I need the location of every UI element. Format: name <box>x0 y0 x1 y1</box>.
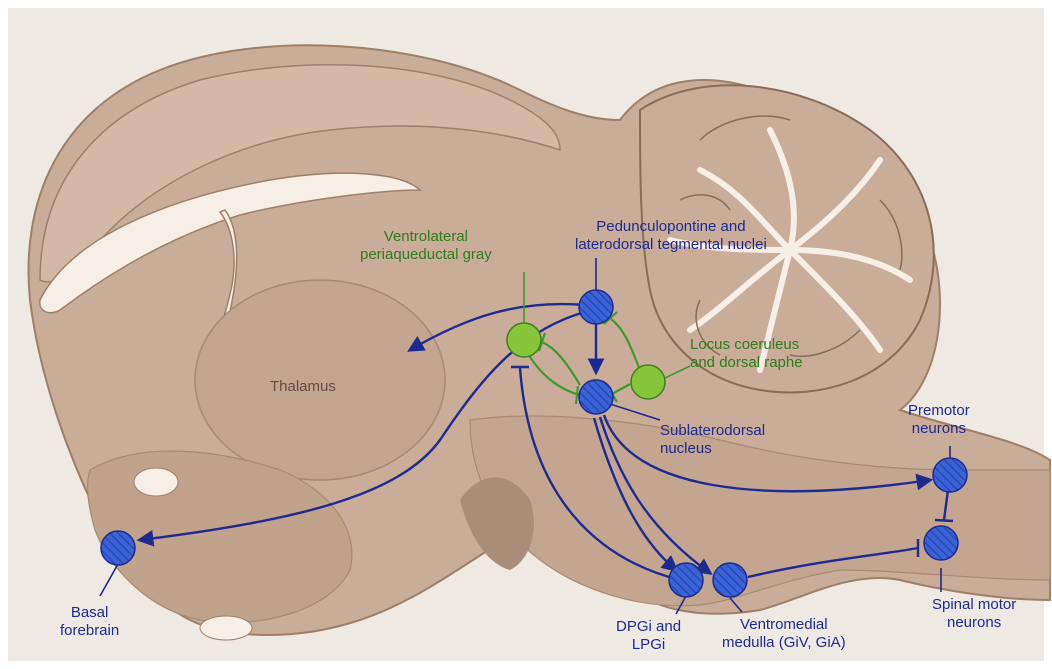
basal-forebrain-node <box>101 531 135 565</box>
optic-chiasm <box>134 468 178 496</box>
label-line: neurons <box>908 420 970 438</box>
ppt-ldt-node <box>579 290 613 324</box>
sublaterodorsal-label: Sublaterodorsal nucleus <box>660 422 765 458</box>
label-line: and dorsal raphe <box>690 354 803 372</box>
label-line: Premotor <box>908 402 970 420</box>
label-line: Basal <box>60 604 119 622</box>
vm-medulla-node <box>713 563 747 597</box>
vlpag-node <box>507 323 541 357</box>
dpgi-label: DPGi and LPGi <box>616 618 681 654</box>
premotor-label: Premotor neurons <box>908 402 970 438</box>
locus-coeruleus-label: Locus coeruleus and dorsal raphe <box>690 336 803 372</box>
label-line: Ventrolateral <box>360 228 492 246</box>
label-line: forebrain <box>60 622 119 640</box>
label-line: laterodorsal tegmental nuclei <box>575 236 767 254</box>
pedunculopontine-label: Pedunculopontine and laterodorsal tegmen… <box>575 218 767 254</box>
dpgi-node <box>669 563 703 597</box>
spinal-motor-label: Spinal motor neurons <box>932 596 1016 632</box>
label-line: nucleus <box>660 440 765 458</box>
basal-forebrain-label: Basal forebrain <box>60 604 119 640</box>
sld-node <box>579 380 613 414</box>
label-line: DPGi and <box>616 618 681 636</box>
spinal-motor-node <box>924 526 958 560</box>
ventromedial-label: Ventromedial medulla (GiV, GiA) <box>722 616 846 652</box>
label-line: Sublaterodorsal <box>660 422 765 440</box>
label-line: Locus coeruleus <box>690 336 803 354</box>
label-line: neurons <box>932 614 1016 632</box>
label-line: Pedunculopontine and <box>575 218 767 236</box>
pituitary <box>200 616 252 640</box>
premotor-node <box>933 458 967 492</box>
label-line: Spinal motor <box>932 596 1016 614</box>
label-line: Ventromedial <box>722 616 846 634</box>
vlpag-label: Ventrolateral periaqueductal gray <box>360 228 492 264</box>
lc-dr-node <box>631 365 665 399</box>
label-line: medulla (GiV, GiA) <box>722 634 846 652</box>
label-line: periaqueductal gray <box>360 246 492 264</box>
thalamus-label: Thalamus <box>270 378 336 396</box>
label-line: LPGi <box>616 636 681 654</box>
